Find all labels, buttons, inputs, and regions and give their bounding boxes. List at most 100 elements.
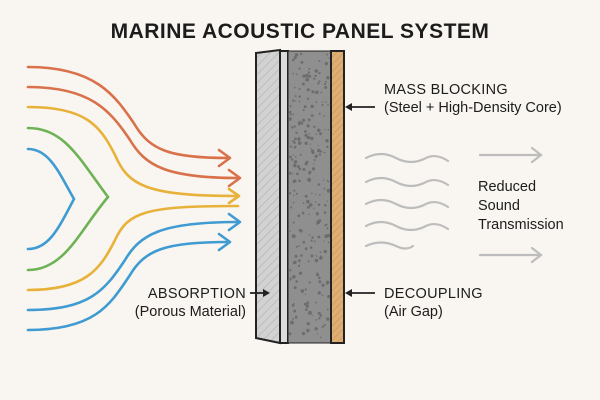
core-speckle xyxy=(298,245,301,247)
core-speckle xyxy=(319,256,323,260)
core-speckle xyxy=(316,333,319,335)
core-speckle xyxy=(293,125,296,128)
wave-yellow-1 xyxy=(26,105,240,198)
core-speckle xyxy=(306,135,311,140)
core-speckle xyxy=(304,130,307,133)
core-speckle xyxy=(289,145,292,148)
core-speckle xyxy=(310,143,312,145)
absorption-subtitle: (Porous Material) xyxy=(134,304,246,320)
core-speckle xyxy=(314,154,318,158)
core-speckle xyxy=(323,324,326,327)
core-speckle xyxy=(307,118,311,122)
core-speckle xyxy=(289,105,292,108)
core-speckle xyxy=(323,249,327,254)
core-speckle xyxy=(326,188,331,193)
core-speckle xyxy=(294,95,297,98)
core-speckle xyxy=(290,206,293,209)
incoming-sound-waves xyxy=(26,65,240,332)
core-speckle xyxy=(301,211,305,215)
high-density-core-layer xyxy=(287,50,332,344)
core-speckle xyxy=(293,141,296,144)
core-speckle xyxy=(294,254,298,258)
core-speckle xyxy=(293,286,297,290)
core-speckle xyxy=(298,271,303,275)
core-speckle xyxy=(307,300,309,303)
core-speckle xyxy=(323,151,326,154)
acoustic-panel xyxy=(255,48,345,345)
core-speckle xyxy=(300,229,303,233)
core-speckle xyxy=(301,331,306,336)
wave-blue-1 xyxy=(26,147,76,251)
core-speckle xyxy=(288,110,292,114)
core-speckle xyxy=(308,310,312,315)
core-speckle xyxy=(316,273,320,277)
core-speckle xyxy=(313,240,316,243)
core-speckle xyxy=(289,230,291,232)
core-speckle xyxy=(317,183,321,186)
core-speckle xyxy=(302,240,306,244)
core-speckle xyxy=(323,211,327,214)
wave-blue-3 xyxy=(26,240,230,332)
core-speckle xyxy=(302,202,305,205)
arrowhead-red-1 xyxy=(217,148,232,168)
core-speckle xyxy=(304,141,308,145)
core-speckle xyxy=(298,95,301,98)
core-speckle xyxy=(306,124,310,128)
core-speckle xyxy=(298,100,301,103)
core-speckle xyxy=(304,133,308,137)
core-speckle xyxy=(293,303,295,305)
mass-blocking-label: MASS BLOCKING (Steel + High-Density Core… xyxy=(384,81,562,117)
core-speckle xyxy=(294,156,297,158)
core-speckle xyxy=(311,236,314,239)
core-speckle xyxy=(289,277,292,280)
core-speckle xyxy=(292,99,295,102)
core-speckle xyxy=(325,139,329,143)
core-speckle xyxy=(324,129,326,131)
core-speckle xyxy=(310,104,314,109)
core-speckle xyxy=(291,58,295,62)
core-speckle xyxy=(297,141,302,145)
core-speckle xyxy=(324,224,327,227)
core-speckle xyxy=(294,315,298,319)
core-speckle xyxy=(304,162,308,166)
core-speckle xyxy=(310,254,314,258)
core-speckle xyxy=(326,179,329,182)
core-speckle xyxy=(321,294,324,297)
core-speckle xyxy=(306,205,310,209)
core-speckle xyxy=(327,129,330,131)
core-speckle xyxy=(324,234,329,239)
core-speckle xyxy=(290,158,294,161)
core-speckle xyxy=(324,205,327,207)
mass-blocking-subtitle: (Steel + High-Density Core) xyxy=(384,100,562,116)
decoupling-subtitle: (Air Gap) xyxy=(384,304,443,320)
core-speckle xyxy=(327,295,331,299)
core-speckle xyxy=(304,293,307,296)
wave-red-1 xyxy=(26,65,230,160)
core-speckle xyxy=(310,239,313,242)
core-speckle xyxy=(292,180,295,184)
core-speckle xyxy=(324,86,328,89)
core-speckle xyxy=(297,139,300,142)
core-speckle xyxy=(300,289,305,293)
core-speckle xyxy=(318,276,321,280)
core-speckle xyxy=(294,137,297,141)
core-speckle xyxy=(315,319,318,321)
core-speckle xyxy=(318,60,321,63)
core-speckle xyxy=(317,203,321,207)
core-speckle xyxy=(292,201,295,204)
wave-green xyxy=(26,126,110,272)
reduced-line-3: Transmission xyxy=(478,217,564,233)
pointer-arrows xyxy=(250,103,375,297)
core-speckle xyxy=(311,167,316,171)
core-speckle xyxy=(318,219,322,223)
arrowhead-blue-1 xyxy=(227,212,242,232)
core-speckle xyxy=(305,304,309,308)
core-speckle xyxy=(306,322,310,326)
core-speckle xyxy=(298,259,301,262)
core-speckle xyxy=(289,269,292,272)
core-speckle xyxy=(325,101,327,103)
core-speckle xyxy=(289,171,292,175)
core-speckle xyxy=(317,128,321,133)
core-speckle xyxy=(313,77,316,80)
